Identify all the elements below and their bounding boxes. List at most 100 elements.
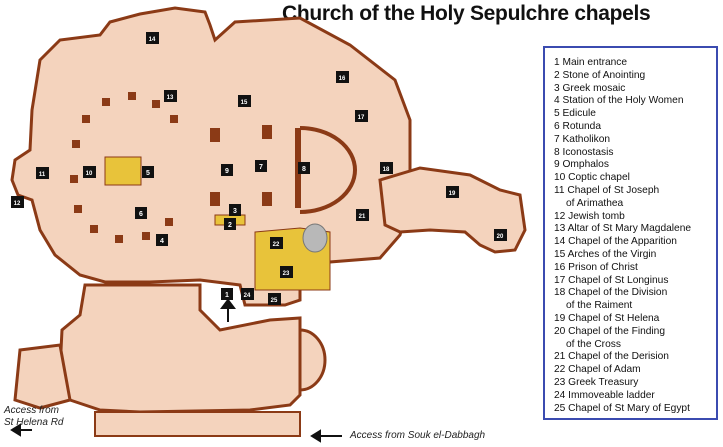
legend-item-label: 11 Chapel of St Joseph (554, 184, 660, 196)
marker-13[interactable]: 13 (164, 90, 177, 102)
rock-of-calvary (302, 223, 328, 253)
entrance-arrows (10, 298, 342, 443)
svg-text:14: 14 (149, 37, 156, 43)
marker-1[interactable]: 1 (221, 288, 233, 300)
marker-16[interactable]: 16 (336, 71, 349, 83)
svg-text:20: 20 (497, 234, 504, 240)
floor-plan: 1 2 3 4 5 6 7 8 9 10 11 12 13 14 15 16 1… (10, 6, 527, 443)
svg-text:1: 1 (225, 292, 229, 299)
marker-23[interactable]: 23 (280, 266, 293, 278)
svg-text:9: 9 (225, 168, 229, 175)
legend-item-25: 25 Chapel of St Mary of Egypt (554, 403, 716, 416)
marker-25[interactable]: 25 (268, 293, 281, 305)
legend-item-continuation: of the Cross (566, 338, 621, 350)
svg-text:4: 4 (160, 238, 164, 245)
legend-item-continuation: of Arimathea (566, 197, 624, 209)
marker-17[interactable]: 17 (355, 110, 368, 122)
edicule-area (104, 156, 142, 186)
legend-item-22: 22 Chapel of Adam (554, 364, 716, 377)
marker-22[interactable]: 22 (270, 237, 283, 249)
marker-6[interactable]: 6 (135, 207, 147, 219)
svg-text:6: 6 (139, 211, 143, 218)
legend-item-3: 3 Greek mosaic (554, 83, 716, 96)
marker-11[interactable]: 11 (36, 167, 49, 179)
legend-item-label: 5 Edicule (554, 108, 596, 120)
marker-4[interactable]: 4 (156, 234, 168, 246)
legend-item-8: 8 Iconostasis (554, 147, 716, 160)
svg-text:3: 3 (233, 208, 237, 215)
marker-21[interactable]: 21 (356, 209, 369, 221)
svg-text:7: 7 (259, 164, 263, 171)
legend-item-label: 23 Greek Treasury (554, 376, 639, 388)
legend-item-9: 9 Omphalos (554, 159, 716, 172)
floor-areas (10, 6, 527, 437)
katholikon-apse (299, 126, 357, 214)
st-helena-wing (378, 166, 527, 254)
legend-item-12: 12 Jewish tomb (554, 211, 716, 224)
svg-text:8: 8 (302, 166, 306, 173)
legend-item-label: 2 Stone of Anointing (554, 69, 646, 81)
marker-19[interactable]: 19 (446, 186, 459, 198)
svg-text:2: 2 (228, 222, 232, 229)
svg-text:19: 19 (449, 191, 456, 197)
legend-item-label: 3 Greek mosaic (554, 82, 626, 94)
marker-2[interactable]: 2 (224, 218, 236, 230)
legend-item-label: 20 Chapel of the Finding (554, 325, 666, 337)
svg-text:10: 10 (86, 171, 93, 177)
legend-item-label: 19 Chapel of St Helena (554, 312, 660, 324)
svg-text:23: 23 (283, 271, 290, 277)
marker-3[interactable]: 3 (229, 204, 241, 216)
svg-text:16: 16 (339, 76, 346, 82)
marker-18[interactable]: 18 (380, 162, 393, 174)
legend-item-label: 4 Station of the Holy Women (554, 95, 684, 107)
marker-12[interactable]: 12 (11, 196, 24, 208)
svg-text:17: 17 (358, 115, 365, 121)
marker-8[interactable]: 8 (298, 162, 310, 174)
rotunda-columns (70, 92, 178, 243)
legend-item-label: 22 Chapel of Adam (554, 364, 641, 376)
legend-item-5: 5 Edicule (554, 108, 716, 121)
legend-item-label: 12 Jewish tomb (554, 210, 625, 222)
legend-item-continuation: of the Raiment (566, 300, 633, 312)
legend-item-21: 21 Chapel of the Derision (554, 351, 716, 364)
svg-text:18: 18 (383, 167, 390, 173)
marker-20[interactable]: 20 (494, 229, 507, 241)
entrance-parvis (94, 411, 301, 437)
legend-item-15: 15 Arches of the Virgin (554, 249, 716, 262)
legend-item-16: 16 Prison of Christ (554, 262, 716, 275)
legend-item-label: 8 Iconostasis (554, 146, 614, 158)
legend-item-label: 9 Omphalos (554, 159, 609, 171)
svg-text:5: 5 (146, 170, 150, 177)
eastern-apse (298, 328, 327, 392)
marker-15[interactable]: 15 (238, 95, 251, 107)
marker-10[interactable]: 10 (83, 166, 96, 178)
legend-item-label: 6 Rotunda (554, 120, 602, 132)
legend-item-label: 7 Katholikon (554, 133, 611, 145)
marker-14[interactable]: 14 (146, 32, 159, 44)
access-st-helena-line2: St Helena Rd (4, 417, 64, 428)
legend-item-6: 6 Rotunda (554, 121, 716, 134)
legend-item-17: 17 Chapel of St Longinus (554, 275, 716, 288)
marker-5[interactable]: 5 (142, 166, 154, 178)
legend-item-23: 23 Greek Treasury (554, 377, 716, 390)
svg-text:15: 15 (241, 100, 248, 106)
marker-24[interactable]: 24 (241, 288, 254, 300)
legend-item-label: 18 Chapel of the Division (554, 287, 668, 299)
svg-text:22: 22 (273, 242, 280, 248)
marker-9[interactable]: 9 (221, 164, 233, 176)
legend-item-2: 2 Stone of Anointing (554, 70, 716, 83)
svg-text:13: 13 (167, 95, 174, 101)
legend-item-7: 7 Katholikon (554, 134, 716, 147)
marker-7[interactable]: 7 (255, 160, 267, 172)
svg-text:21: 21 (359, 214, 366, 220)
map-title: Church of the Holy Sepulchre chapels (282, 2, 651, 25)
legend-item-19: 19 Chapel of St Helena (554, 313, 716, 326)
legend-item-label: 21 Chapel of the Derision (554, 351, 669, 363)
access-souk: Access from Souk el-Dabbagh (350, 430, 486, 441)
legend-item-label: 16 Prison of Christ (554, 261, 638, 273)
legend-item-label: 1 Main entrance (554, 57, 628, 68)
